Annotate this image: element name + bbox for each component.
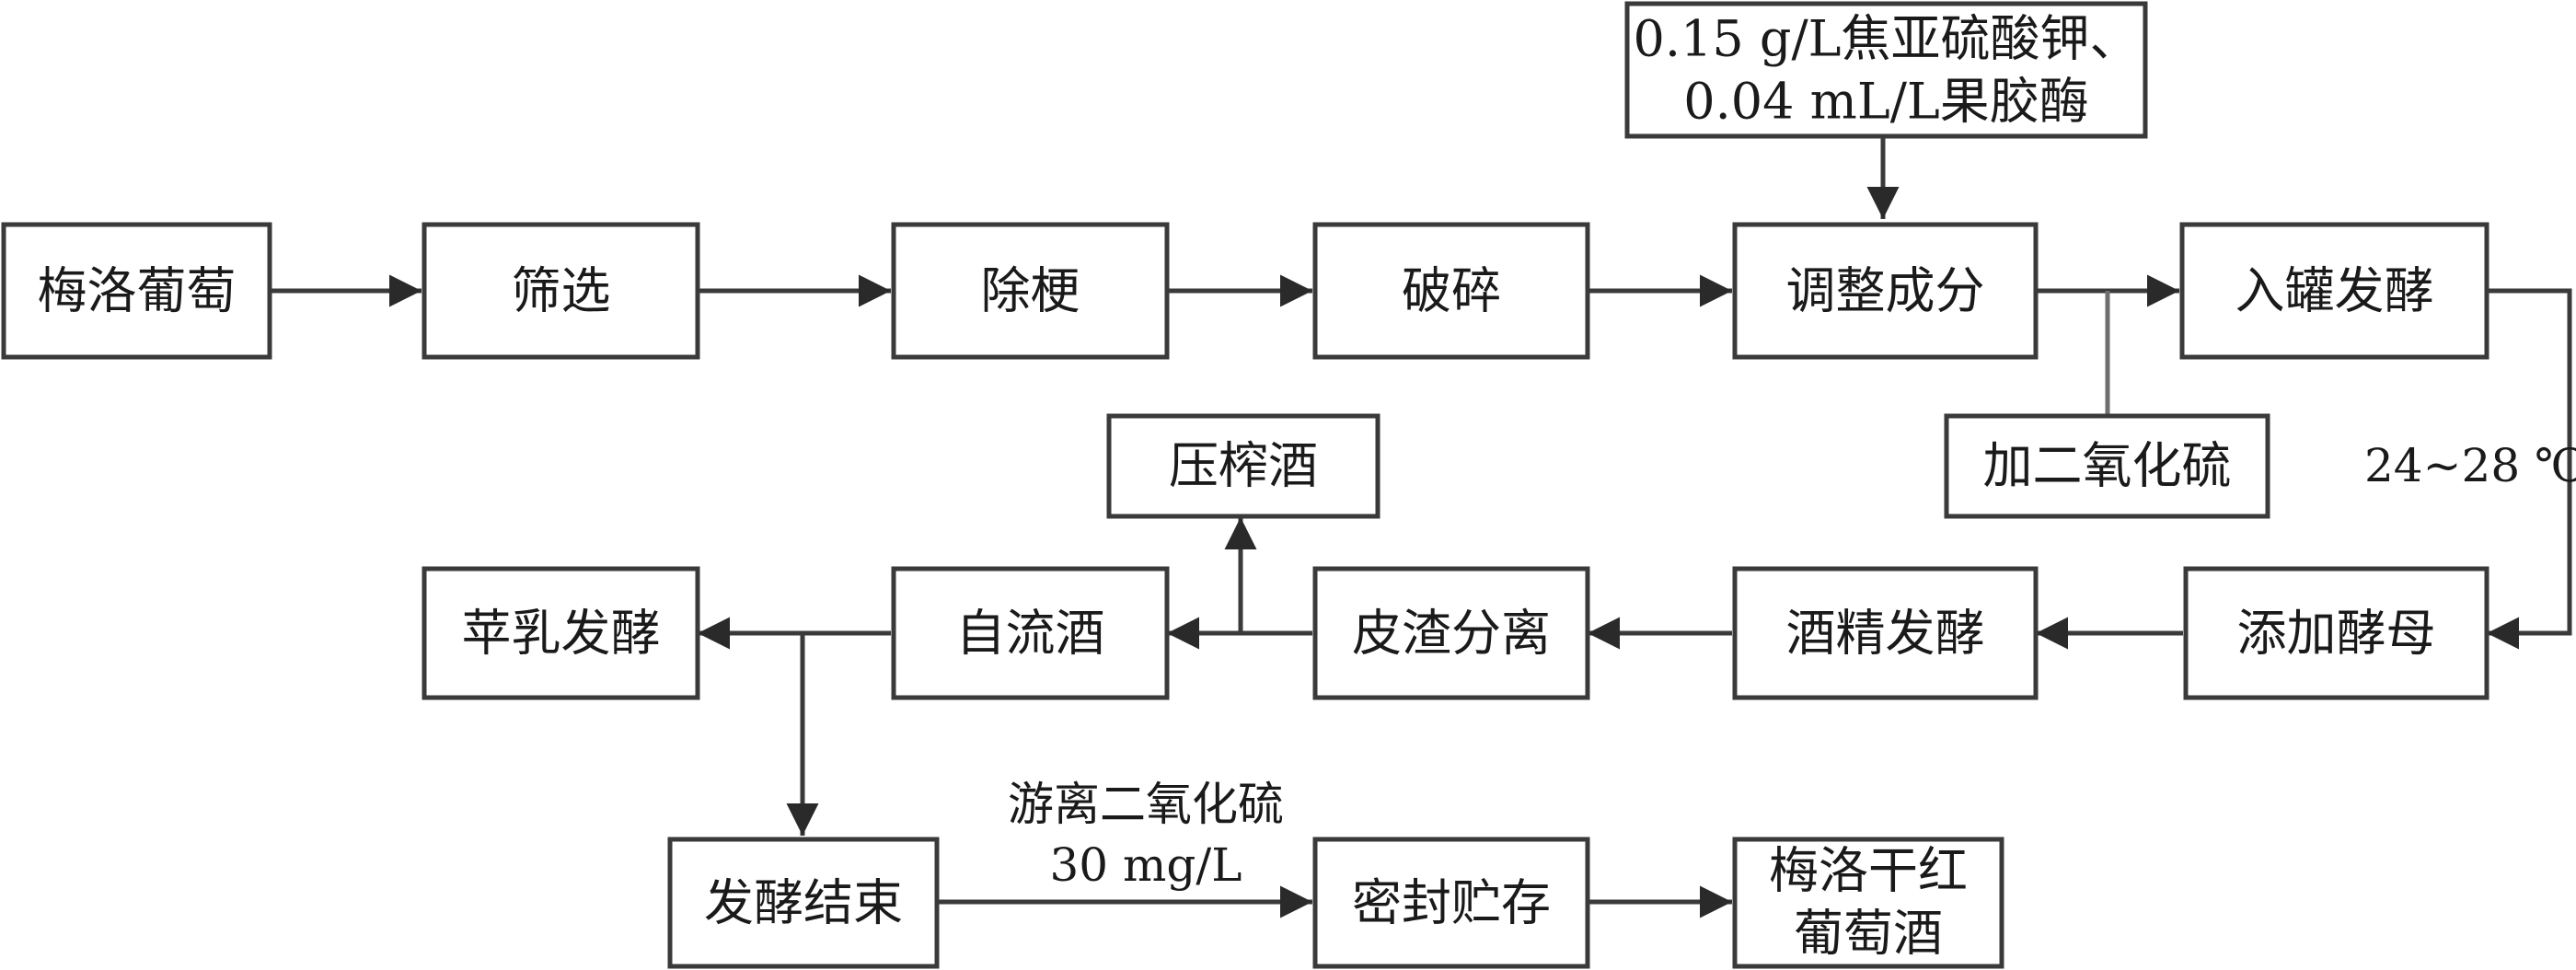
- free-so2-label-line-2: 30 mg/L: [1050, 838, 1242, 892]
- final-wine-line-1: 梅洛干红: [1769, 842, 1968, 900]
- node-final-wine: 梅洛干红 葡萄酒: [1732, 837, 2004, 969]
- node-label: 入罐发酵: [2235, 262, 2434, 320]
- node-label: 除梗: [981, 262, 1080, 320]
- node-screening: 筛选: [422, 222, 700, 360]
- arrow-tank-to-yeast: [2487, 288, 2572, 650]
- node-label: 皮渣分离: [1352, 605, 1551, 663]
- node-malolactic-fermentation: 苹乳发酵: [422, 566, 700, 700]
- node-free-run-wine: 自流酒: [891, 566, 1170, 700]
- node-label: 压榨酒: [1169, 437, 1318, 495]
- node-alcohol-fermentation: 酒精发酵: [1732, 566, 2039, 700]
- node-tank-fermentation: 入罐发酵: [2179, 222, 2489, 360]
- node-destemming: 除梗: [891, 222, 1170, 360]
- node-label: 调整成分: [1786, 262, 1985, 320]
- node-label: 自流酒: [956, 605, 1105, 663]
- node-label: 苹乳发酵: [462, 605, 661, 663]
- temperature-label: 24~28 ℃: [2364, 439, 2576, 492]
- final-wine-line-2: 葡萄酒: [1794, 905, 1943, 963]
- node-sealed-storage: 密封贮存: [1312, 837, 1590, 969]
- node-press-wine: 压榨酒: [1106, 413, 1380, 519]
- node-label: 筛选: [512, 262, 611, 320]
- node-label: 酒精发酵: [1786, 605, 1985, 663]
- additive-line-2: 0.04 mL/L果胶酶: [1683, 73, 2089, 131]
- node-label: 加二氧化硫: [1983, 437, 2232, 495]
- node-label: 添加酵母: [2237, 605, 2436, 663]
- node-adjust-composition: 调整成分: [1732, 222, 2039, 360]
- node-label: 发酵结束: [704, 874, 903, 932]
- node-additives: 0.15 g/L焦亚硫酸钾、 0.04 mL/L果胶酶: [1624, 1, 2148, 139]
- node-add-so2: 加二氧化硫: [1944, 413, 2270, 519]
- additive-line-1: 0.15 g/L焦亚硫酸钾、: [1633, 10, 2139, 68]
- node-label: 梅洛葡萄: [38, 262, 237, 320]
- node-add-yeast: 添加酵母: [2183, 566, 2489, 700]
- node-pomace-separation: 皮渣分离: [1312, 566, 1590, 700]
- node-fermentation-end: 发酵结束: [667, 837, 940, 969]
- node-meiluo-grapes: 梅洛葡萄: [1, 222, 272, 360]
- connectors: [270, 136, 2572, 918]
- node-label: 密封贮存: [1352, 874, 1551, 932]
- node-crushing: 破碎: [1312, 222, 1590, 360]
- free-so2-label-line-1: 游离二氧化硫: [1008, 778, 1284, 831]
- node-label: 破碎: [1402, 262, 1501, 320]
